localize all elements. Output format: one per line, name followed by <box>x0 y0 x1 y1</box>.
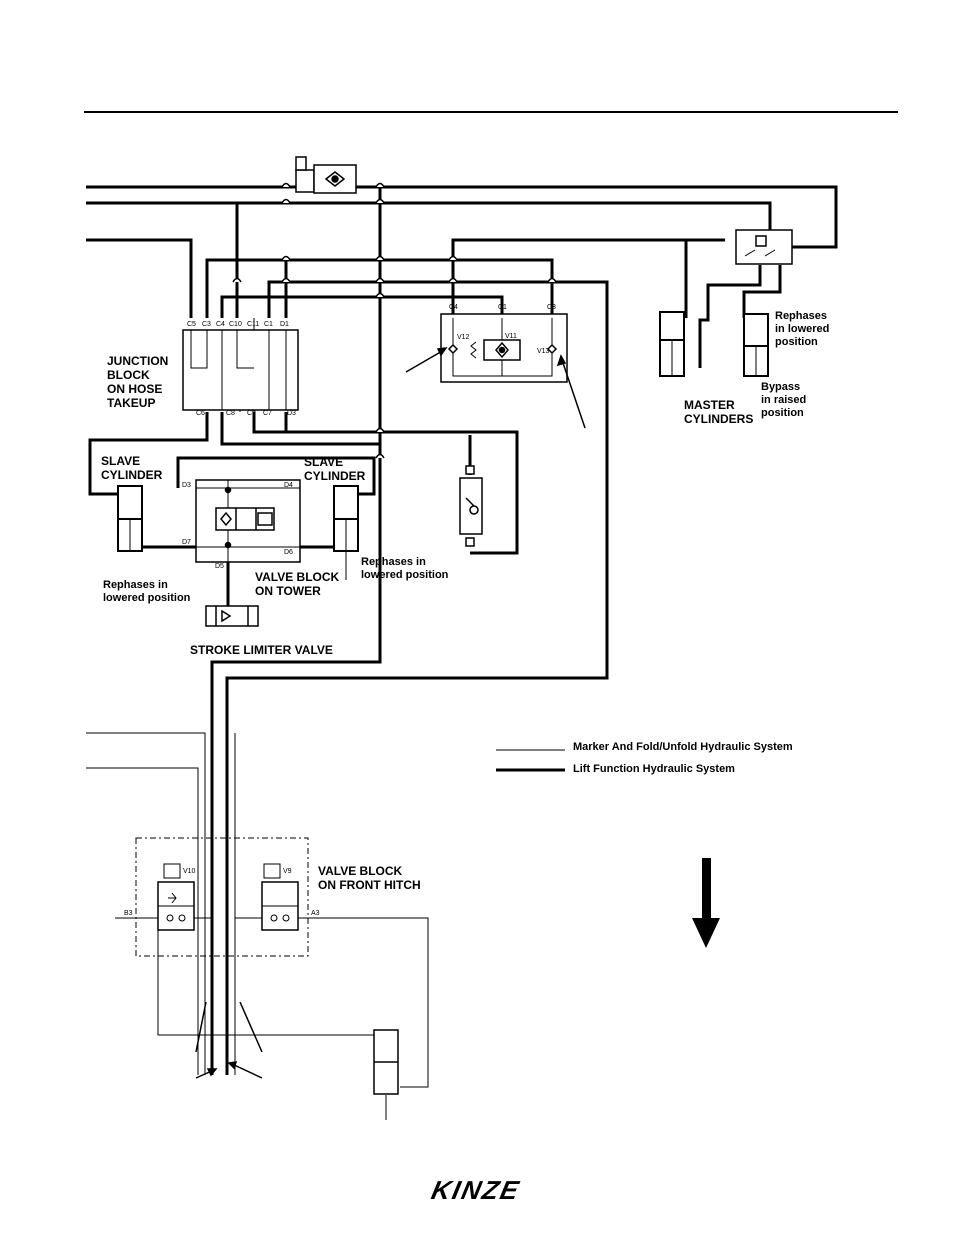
port-label: C3 <box>547 304 556 311</box>
port-label: C11 <box>247 321 260 328</box>
crossovers <box>232 182 557 459</box>
port-label: C1 <box>498 304 507 311</box>
port-label: C9 <box>247 410 256 417</box>
port-label: C6 <box>196 410 205 417</box>
port-label: D3 <box>287 410 296 417</box>
port-label: D1 <box>280 321 289 328</box>
slave-cylinders <box>117 485 359 580</box>
port-label: V9 <box>283 868 292 875</box>
side-check-valve <box>459 465 483 547</box>
master-valve <box>735 229 793 265</box>
port-label: V13 <box>537 348 550 355</box>
port-label: C5 <box>187 321 196 328</box>
slave-cylinder-left-label: SLAVE CYLINDER <box>101 454 163 482</box>
port-label: C4 <box>216 321 225 328</box>
port-label: B3 <box>124 910 133 917</box>
junction-block-label: JUNCTION BLOCK ON HOSE TAKEUP <box>107 354 169 410</box>
tower-check-block <box>440 313 568 383</box>
pointer-arrows-tower <box>405 347 586 429</box>
valve-block-front-hitch-label: VALVE BLOCK ON FRONT HITCH <box>318 864 421 892</box>
front-hitch-valve-block <box>135 837 309 957</box>
legend-lift-function: Lift Function Hydraulic System <box>573 763 735 775</box>
master-cylinders <box>659 311 769 377</box>
stroke-limiter-label: STROKE LIMITER VALVE <box>190 643 333 657</box>
port-label: V11 <box>505 333 517 340</box>
lift-function-lines <box>86 185 838 1075</box>
master-bypass-label: Bypass in raised position <box>761 381 807 419</box>
marker-fold-lines <box>86 318 429 1120</box>
legend-marker-fold: Marker And Fold/Unfold Hydraulic System <box>573 741 793 753</box>
bottom-pointer-arrows <box>195 1001 263 1079</box>
slave-cylinder-right-label: SLAVE CYLINDER <box>304 455 366 483</box>
master-rephases-label: Rephases in lowered position <box>775 310 830 348</box>
port-label: C7 <box>263 410 272 417</box>
port-label: D4 <box>284 482 293 489</box>
port-label: D6 <box>284 549 293 556</box>
port-label: V10 <box>183 868 196 875</box>
kinze-logo: KINZE <box>428 1175 524 1205</box>
down-arrow-icon <box>692 858 720 948</box>
port-label: D5 <box>215 563 224 570</box>
stroke-limiter-valve <box>205 605 259 627</box>
port-label: C3 <box>202 321 211 328</box>
hitch-cylinder <box>373 1029 399 1095</box>
master-cylinders-label: MASTER CYLINDERS <box>684 398 754 426</box>
port-label: D7 <box>182 539 191 546</box>
rephases-right-label: Rephases in lowered position <box>361 556 449 581</box>
tower-valve-block <box>195 479 301 563</box>
port-label: A3 <box>311 910 320 917</box>
port-label: D3 <box>182 482 191 489</box>
top-valve-assembly <box>295 156 357 194</box>
junction-block <box>182 329 299 411</box>
port-label: C10 <box>229 321 242 328</box>
valve-block-tower-label: VALVE BLOCK ON TOWER <box>255 570 340 598</box>
port-label: V12 <box>457 334 470 341</box>
rephases-left-label: Rephases in lowered position <box>103 579 191 604</box>
port-label: C1 <box>264 321 273 328</box>
port-label: C8 <box>226 410 235 417</box>
port-label: C4 <box>449 304 458 311</box>
